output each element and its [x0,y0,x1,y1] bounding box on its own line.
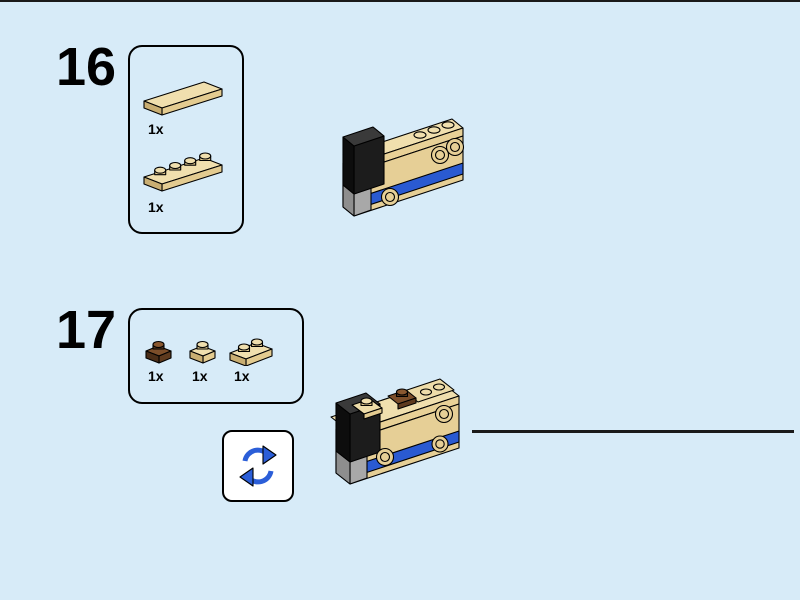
tan-1x1-plate-icon [186,334,220,366]
part-count: 1x [148,199,164,215]
part-count: 1x [148,368,164,384]
rotate-symbol-box [222,430,294,502]
step-16-parts-box: 1x 1x [128,45,244,234]
step-17-number: 17 [56,300,117,360]
tan-1x2-plate-icon [226,334,276,366]
part-count: 1x [148,121,164,137]
top-border-line [0,0,800,2]
step-16-number: 16 [56,37,117,97]
brown-1x1-plate-icon [142,334,176,366]
step-17-model-illustration [318,352,486,502]
step-17-parts-box: 1x 1x 1x [128,308,304,404]
tan-1x4-tile-icon [140,77,232,119]
part-count: 1x [234,368,250,384]
step-16-model-illustration [322,98,472,238]
divider-line [472,430,794,433]
part-count: 1x [192,368,208,384]
tan-1x4-plate-icon [140,145,232,197]
rotate-icon [239,445,277,487]
